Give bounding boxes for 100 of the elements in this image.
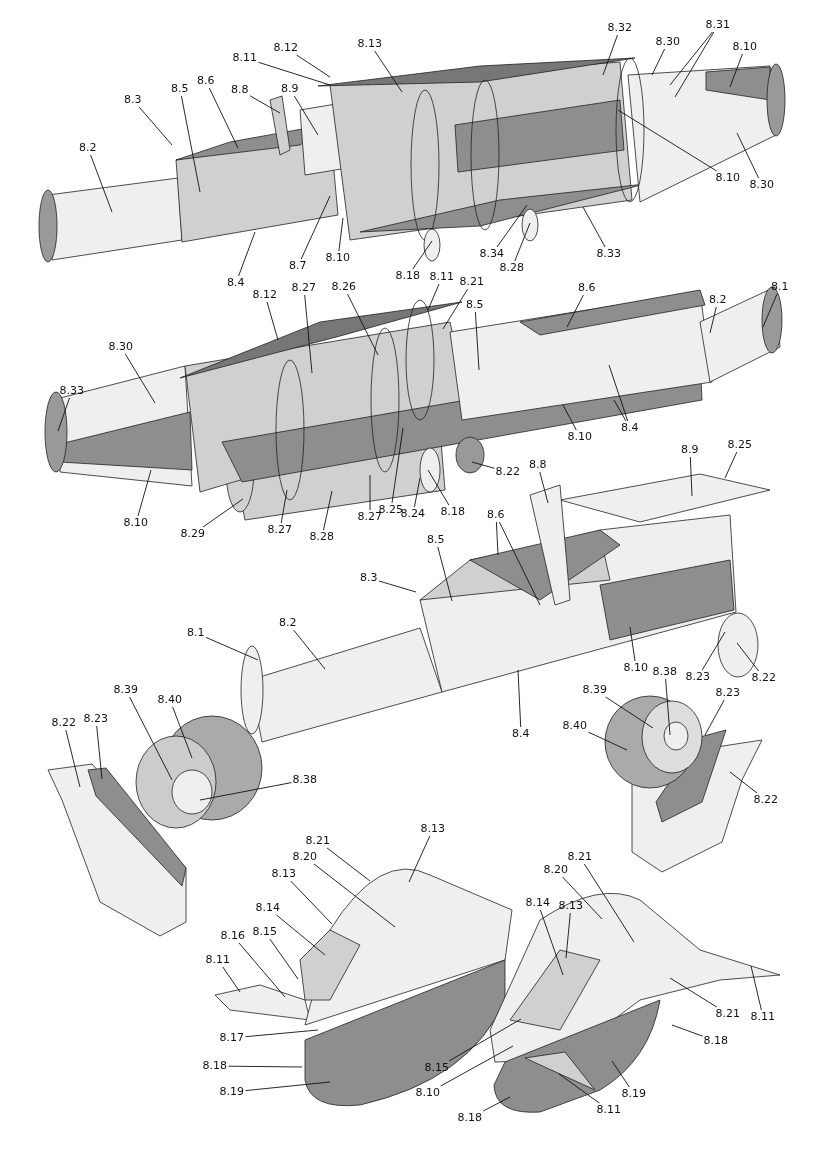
leader-line [617,109,718,172]
leader-line [222,966,241,993]
callout-number: 8.23 [715,687,740,699]
leader-line [448,1018,522,1062]
callout-number: 8.11 [750,1011,775,1023]
leader-line [269,938,299,980]
callout-number: 8.4 [227,277,245,289]
callout-number: 8.20 [543,864,568,876]
callout-number: 8.9 [681,444,699,456]
callout-number: 8.22 [753,794,778,806]
leader-line [496,204,528,248]
leader-line [582,206,606,248]
callout-number: 8.24 [400,508,425,520]
leader-line [588,731,628,751]
leader-line [709,306,717,334]
callout-number: 8.39 [113,684,138,696]
callout-number: 8.22 [51,717,76,729]
callout-number: 8.4 [512,728,530,740]
leader-line [300,195,331,260]
leader-line [290,880,333,925]
callout-number: 8.27 [267,524,292,536]
leader-line [293,95,319,136]
callout-number: 8.19 [621,1088,646,1100]
callout-number: 8.3 [124,94,142,106]
callout-number: 8.21 [567,851,592,863]
callout-number: 8.18 [202,1060,227,1072]
callout-number: 8.29 [180,528,205,540]
leader-line [602,34,618,76]
leader-line [442,288,469,330]
callout-number: 8.4 [621,422,639,434]
callout-number: 8.28 [309,531,334,543]
leader-line [180,95,201,193]
leader-line [296,54,331,78]
leader-line [323,490,333,531]
leader-line [611,1060,630,1088]
leader-line [566,294,584,328]
leader-line [701,631,726,671]
leader-line [608,364,629,422]
leader-line [276,914,326,956]
callout-number: 8.15 [252,926,277,938]
callout-number: 8.5 [427,534,445,546]
leader-line [238,231,256,277]
callout-number: 8.32 [607,22,632,34]
leader-line [172,706,193,759]
callout-number: 8.18 [395,270,420,282]
leader-line [736,132,760,179]
leader-line [724,451,738,479]
callout-number: 8.2 [709,294,727,306]
leader-line [517,669,522,728]
callout-number: 8.18 [457,1112,482,1124]
leader-line [565,912,571,959]
callout-number: 8.10 [415,1087,440,1099]
callout-number: 8.21 [715,1008,740,1020]
leader-line [208,87,239,149]
callout-number: 8.10 [715,172,740,184]
callout-number: 8.19 [219,1086,244,1098]
leader-line [629,626,636,662]
leader-line [202,498,244,528]
callout-number: 8.10 [623,662,648,674]
leader-line [245,1029,319,1038]
callout-number: 8.12 [273,42,298,54]
leader-line [124,353,156,404]
callout-number: 8.38 [652,666,677,678]
callout-number: 8.18 [440,506,465,518]
leader-line [138,106,173,146]
callout-number: 8.22 [751,672,776,684]
leader-line [205,636,259,661]
callout-number: 8.16 [220,930,245,942]
callout-number: 8.30 [749,179,774,191]
leader-line [412,240,433,270]
leader-line [729,771,758,794]
callout-number: 8.6 [487,509,505,521]
callout-number: 8.28 [499,262,524,274]
leader-line [326,847,371,882]
leader-line [338,217,344,252]
callout-number: 8.5 [466,299,484,311]
leader-line [258,61,331,86]
leader-line [245,1081,331,1092]
callout-number: 8.33 [59,385,84,397]
callout-number: 8.40 [157,694,182,706]
leader-line [495,521,499,556]
leader-line [539,909,564,976]
callout-number: 8.18 [703,1035,728,1047]
leader-line [65,729,81,788]
leader-line [736,642,760,672]
leader-line [437,546,453,602]
callout-number: 8.34 [479,248,504,260]
leader-line [266,301,279,341]
callout-number: 8.14 [525,897,550,909]
leader-line [689,456,693,497]
callout-number: 8.22 [495,466,520,478]
callout-number: 8.8 [529,459,547,471]
leader-line [427,469,450,506]
cabin-section-drawing [489,892,781,1113]
callout-number: 8.11 [205,954,230,966]
callout-number: 8.6 [578,282,596,294]
leader-line [369,474,371,511]
callout-number: 8.27 [291,282,316,294]
leader-line [669,977,718,1008]
leader-line [762,293,778,328]
